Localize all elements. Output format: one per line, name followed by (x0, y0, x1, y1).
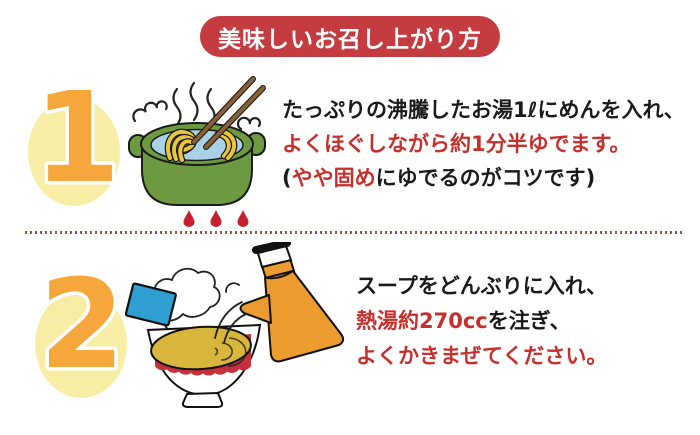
bowl-foot (181, 391, 224, 408)
text-segment: 熱湯約270cc (356, 309, 488, 333)
instruction-line: たっぷりの沸騰したお湯1ℓにめんを入れ、 (282, 93, 685, 127)
soup-packet-icon (125, 282, 177, 327)
step1-number: 1 (34, 80, 121, 211)
bowl-icon (146, 323, 262, 408)
instruction-line: スープをどんぶりに入れ、 (356, 269, 607, 304)
instruction-line: よくほぐしながら約1分半ゆでます。 (282, 127, 685, 161)
step1-instructions: たっぷりの沸騰したお湯1ℓにめんを入れ、 よくほぐしながら約1分半ゆでます。 (… (282, 93, 685, 195)
kettle-icon (239, 242, 345, 363)
step2-badge-circle (35, 290, 127, 398)
header-banner: 美味しいお召し上がり方 (200, 16, 500, 57)
text-segment: よくほぐしながら約1分半ゆでます。 (282, 132, 631, 156)
text-segment: にゆでるのがコツです) (375, 166, 596, 190)
text-segment: よくかきまぜてください。 (356, 344, 608, 368)
instruction-line: よくかきまぜてください。 (356, 339, 607, 374)
instruction-line: 熱湯約270ccを注ぎ、 (356, 304, 607, 339)
step1-badge-circle (28, 98, 120, 206)
flame-icon (183, 210, 249, 227)
step1-number-badge: 1 (28, 80, 124, 215)
step2-instructions: スープをどんぶりに入れ、 熱湯約270ccを注ぎ、 よくかきまぜてください。 (356, 269, 607, 374)
step2-number: 2 (39, 270, 125, 397)
boiling-pot-illustration (128, 76, 266, 227)
soup-ripples (214, 337, 247, 367)
text-segment: やや固め (291, 166, 376, 190)
text-segment: たっぷりの沸騰したお湯1ℓにめんを入れ、 (282, 98, 685, 122)
steam-icon (132, 81, 261, 131)
dotted-divider (25, 231, 682, 234)
bowl-kettle-illustration (125, 242, 345, 408)
water-stream-icon (214, 301, 247, 344)
step2-number-badge: 2 (35, 270, 128, 401)
text-segment: を注ぎ、 (487, 309, 571, 333)
chopsticks-icon (191, 76, 266, 150)
text-segment: ( (282, 166, 292, 190)
header-title: 美味しいお召し上がり方 (218, 26, 482, 53)
text-segment: スープをどんぶりに入れ、 (356, 274, 607, 298)
instruction-line: (やや固めにゆでるのがコツです) (282, 161, 685, 195)
